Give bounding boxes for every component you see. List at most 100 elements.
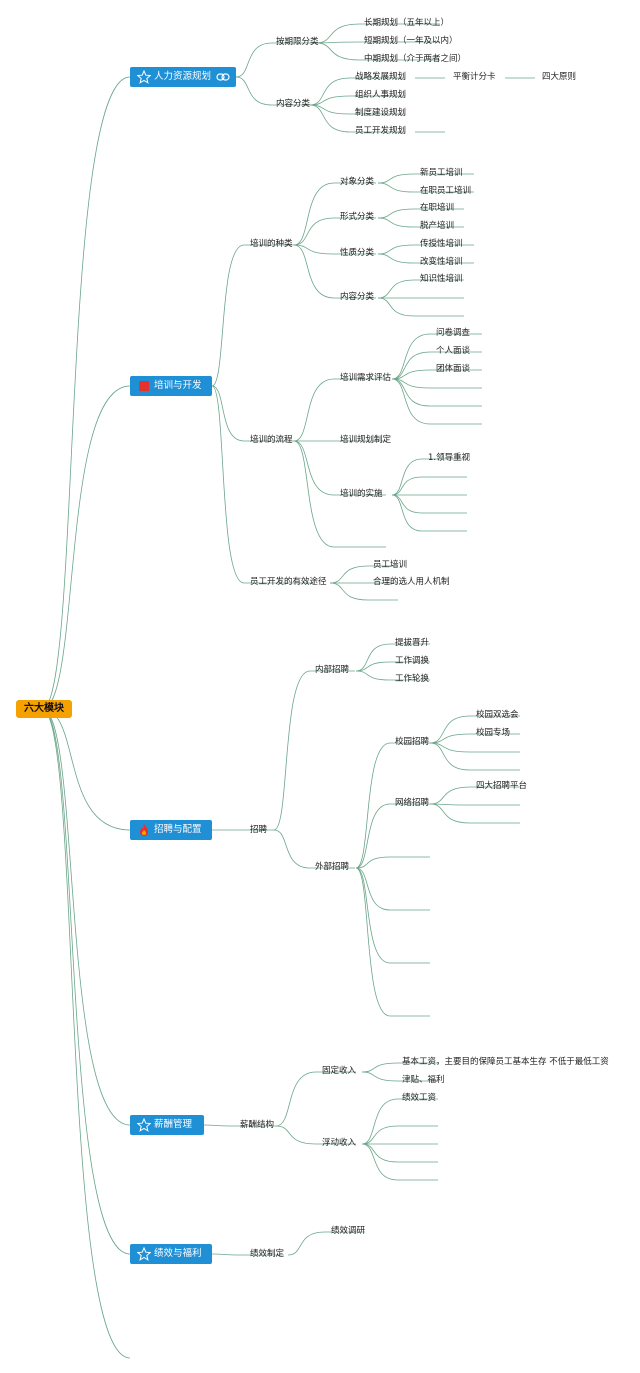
node-external[interactable]: 外部招聘 [315,862,350,872]
connector [329,582,398,601]
node-fixed[interactable]: 固定收入 [322,1066,357,1076]
node-floating[interactable]: 浮动收入 [322,1138,357,1148]
node-hr-by-content[interactable]: 内容分类 [276,99,311,109]
connector [315,42,440,61]
node-allowance[interactable]: 津贴、福利 [402,1075,445,1085]
node-leader-value[interactable]: 1.领导重视 [428,453,471,463]
connector [309,104,405,115]
module-performance[interactable]: 绩效与福利 [130,1244,212,1264]
node-by-object[interactable]: 对象分类 [340,177,375,187]
module-recruit[interactable]: 招聘与配置 [130,820,212,840]
node-campus[interactable]: 校园招聘 [395,737,430,747]
node-training-by-content[interactable]: 内容分类 [340,292,375,302]
connector [377,208,464,219]
node-long-term[interactable]: 长期规划（五年以上） [364,18,450,28]
connector [377,173,474,184]
connector [273,829,355,869]
connector [315,41,440,44]
node-by-term[interactable]: 按期限分类 [276,37,319,47]
module-label: 人力资源规划 [154,71,212,82]
connector [41,708,131,831]
connector [355,867,430,1017]
star-outline-icon [137,1118,151,1132]
node-implementation[interactable]: 培训的实施 [340,489,383,499]
connector [309,95,405,106]
connector [211,1253,284,1256]
node-salary-structure[interactable]: 薪酬结构 [240,1120,275,1130]
module-salary[interactable]: 薪酬管理 [130,1115,204,1135]
module-label: 培训与开发 [154,380,202,391]
root-node[interactable]: 六大模块 [16,700,72,718]
node-training-types[interactable]: 培训的种类 [250,239,293,249]
node-recruit[interactable]: 招聘 [250,825,268,835]
node-staff-dev-ways[interactable]: 员工开发的有效途径 [250,577,327,587]
module-training[interactable]: 培训与开发 [130,376,212,396]
node-questionnaire[interactable]: 问卷调查 [436,328,471,338]
connector [275,1125,356,1145]
node-campus-special[interactable]: 校园专场 [476,728,511,738]
connector [361,1143,438,1163]
node-staff-training[interactable]: 员工培训 [373,560,408,570]
connector [309,104,405,133]
node-in-service-staff[interactable]: 在职员工培训 [420,186,472,196]
link-icon[interactable] [216,71,230,83]
module-hr-planning[interactable]: 人力资源规划 [130,67,236,87]
node-job-rotation[interactable]: 工作轮换 [395,674,430,684]
connector [355,643,430,672]
connector [355,867,430,964]
node-org-personnel[interactable]: 组织人事规划 [355,90,407,100]
node-training-process[interactable]: 培训的流程 [250,435,293,445]
node-needs-assess[interactable]: 培训需求评估 [340,373,392,383]
node-base-pay[interactable]: 基本工资，主要目的保障员工基本生存 不低于最低工资 [402,1057,609,1067]
connector [211,244,294,387]
connector [235,76,312,106]
node-strategic[interactable]: 战略发展规划 [355,72,407,82]
node-four-platforms[interactable]: 四大招聘平台 [476,781,528,791]
node-mid-term[interactable]: 中期规划（介于两者之间） [364,54,467,64]
node-short-term[interactable]: 短期规划（一年及以内） [364,36,458,46]
node-four-principles[interactable]: 四大原则 [542,72,577,82]
connector [429,803,520,806]
node-changing[interactable]: 改变性培训 [420,257,463,267]
connector [429,803,520,824]
node-on-job[interactable]: 在职培训 [420,203,455,213]
connector [203,1124,276,1127]
node-teaching[interactable]: 传授性培训 [420,239,463,249]
connector [391,351,482,380]
node-new-staff[interactable]: 新员工培训 [420,168,463,178]
node-selection-mech[interactable]: 合理的选人用人机制 [373,577,450,587]
connector [293,244,376,299]
node-job-transfer[interactable]: 工作调换 [395,656,430,666]
node-online[interactable]: 网络招聘 [395,798,430,808]
node-plan-making[interactable]: 培训规划制定 [340,435,392,445]
node-bsc[interactable]: 平衡计分卡 [453,72,496,82]
connector [391,458,467,496]
connector [377,297,464,317]
connector [429,733,520,744]
fire-icon [140,824,148,836]
node-internal[interactable]: 内部招聘 [315,665,350,675]
node-group-interview[interactable]: 团体面谈 [436,364,471,374]
node-system-build[interactable]: 制度建设规划 [355,108,407,118]
connector [361,1125,438,1145]
connector [429,786,520,805]
node-perf-pay[interactable]: 绩效工资 [402,1093,437,1103]
connector [391,494,467,532]
node-personal-interview[interactable]: 个人面谈 [436,346,471,356]
node-knowledge[interactable]: 知识性培训 [420,274,463,284]
node-promotion[interactable]: 提拔晋升 [395,638,430,648]
connector [361,1098,438,1145]
connector [293,182,376,246]
node-staff-dev[interactable]: 员工开发规划 [355,126,407,136]
connector [361,1071,438,1082]
node-campus-fair[interactable]: 校园双选会 [476,710,519,720]
node-off-job[interactable]: 脱产培训 [420,221,455,231]
node-perf-making[interactable]: 绩效制定 [250,1249,285,1259]
node-by-nature[interactable]: 性质分类 [340,248,375,258]
connector [355,803,430,869]
module-label: 招聘与配置 [154,824,202,835]
node-by-form[interactable]: 形式分类 [340,212,375,222]
node-perf-research[interactable]: 绩效调研 [331,1226,366,1236]
module-label: 薪酬管理 [154,1119,193,1130]
connector [273,670,355,831]
